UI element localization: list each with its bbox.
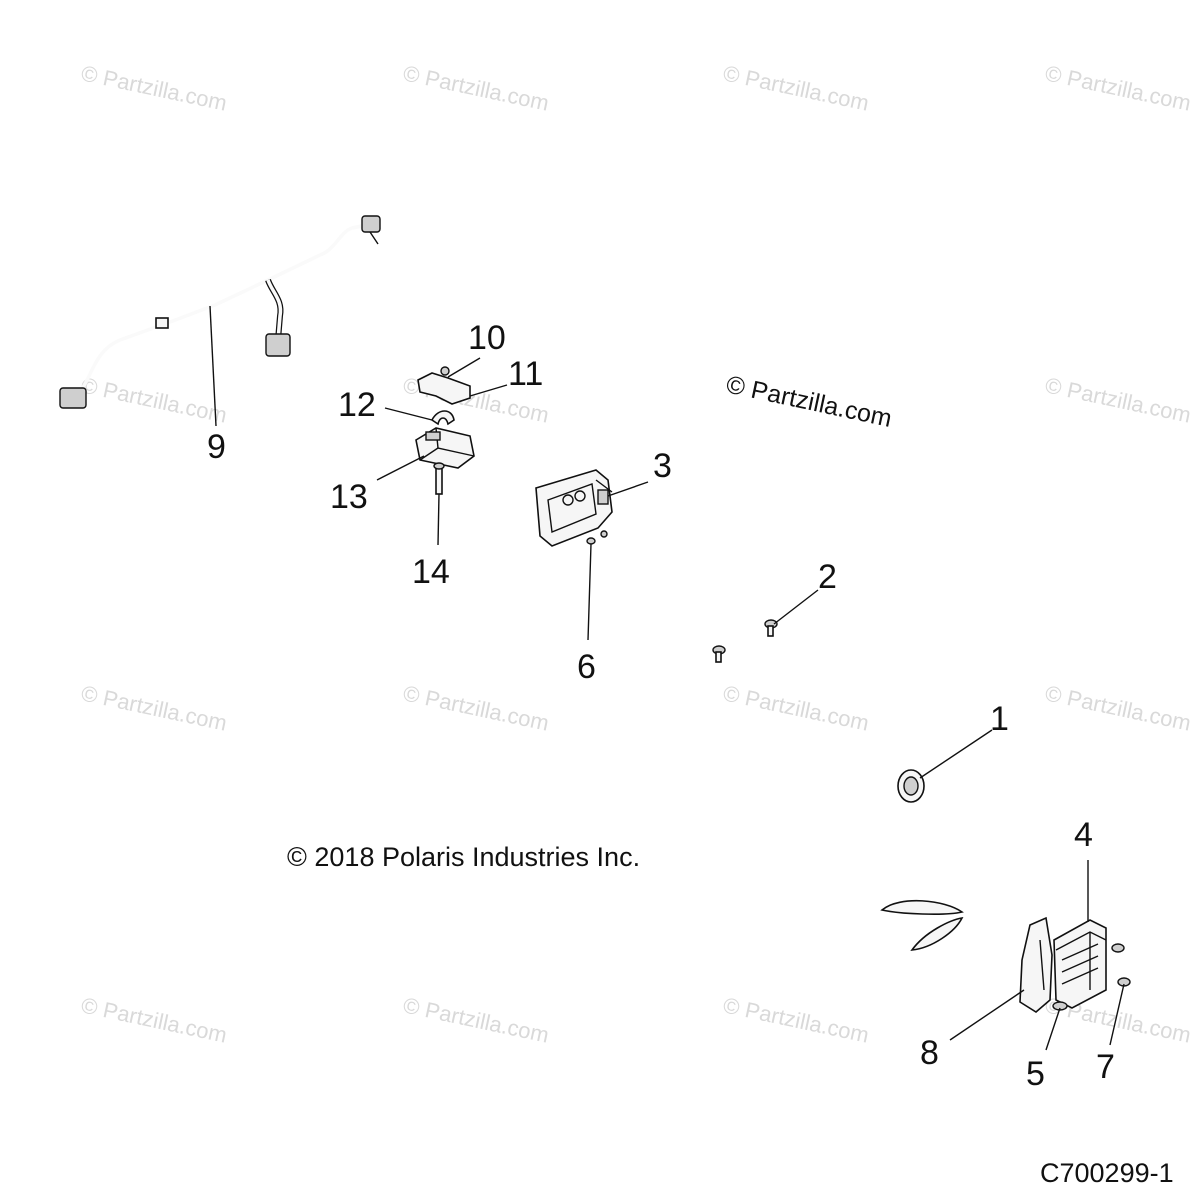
bracket-part[interactable] — [417, 366, 471, 405]
figure-code: C700299-1 — [1040, 1158, 1174, 1188]
screw-part-6[interactable] — [586, 537, 596, 545]
callout-12[interactable]: 12 — [338, 386, 376, 424]
clip-part[interactable] — [430, 410, 455, 426]
regulator-part[interactable] — [1053, 919, 1107, 1009]
leader-lines — [209, 305, 1125, 1051]
watermark: © Partzilla.com — [401, 60, 551, 115]
watermark-grid: © Partzilla.com © Partzilla.com © Partzi… — [79, 60, 1193, 1047]
callout-labels: 1 2 3 4 5 6 7 8 9 10 11 12 13 14 — [207, 319, 1115, 1093]
watermark: © Partzilla.com — [401, 992, 551, 1047]
bolt-part-2[interactable] — [712, 619, 778, 663]
watermark: © Partzilla.com — [721, 60, 871, 115]
module-part[interactable] — [415, 427, 475, 469]
callout-6[interactable]: 6 — [577, 648, 596, 686]
watermark: © Partzilla.com — [79, 680, 229, 735]
callout-7[interactable]: 7 — [1096, 1048, 1115, 1086]
callout-1[interactable]: 1 — [990, 700, 1009, 738]
watermark: © Partzilla.com — [721, 680, 871, 735]
wire-harness-part[interactable] — [59, 215, 381, 409]
callout-3[interactable]: 3 — [653, 447, 672, 485]
callout-4[interactable]: 4 — [1074, 816, 1093, 854]
watermark: © Partzilla.com — [401, 680, 551, 735]
ecu-part[interactable] — [535, 469, 613, 547]
watermark: © Partzilla.com — [1043, 60, 1193, 115]
seal-part[interactable] — [880, 899, 964, 951]
callout-2[interactable]: 2 — [818, 558, 837, 596]
callout-13[interactable]: 13 — [330, 478, 368, 516]
callout-9[interactable]: 9 — [207, 428, 226, 466]
watermark: © Partzilla.com — [79, 372, 229, 427]
watermark: © Partzilla.com — [1043, 372, 1193, 427]
heat-shield-part[interactable] — [1019, 916, 1053, 1013]
grommet-part[interactable] — [897, 769, 925, 803]
bolt-part[interactable] — [433, 462, 445, 495]
callout-14[interactable]: 14 — [412, 553, 450, 591]
watermark: © Partzilla.com — [79, 60, 229, 115]
callout-11[interactable]: 11 — [508, 355, 543, 393]
copyright-text: © 2018 Polaris Industries Inc. — [287, 842, 640, 872]
callout-8[interactable]: 8 — [920, 1034, 939, 1072]
site-watermark: © Partzilla.com — [724, 370, 895, 432]
callout-10[interactable]: 10 — [468, 319, 506, 357]
watermark: © Partzilla.com — [1043, 680, 1193, 735]
watermark: © Partzilla.com — [79, 992, 229, 1047]
watermark: © Partzilla.com — [721, 992, 871, 1047]
callout-5[interactable]: 5 — [1026, 1055, 1045, 1093]
